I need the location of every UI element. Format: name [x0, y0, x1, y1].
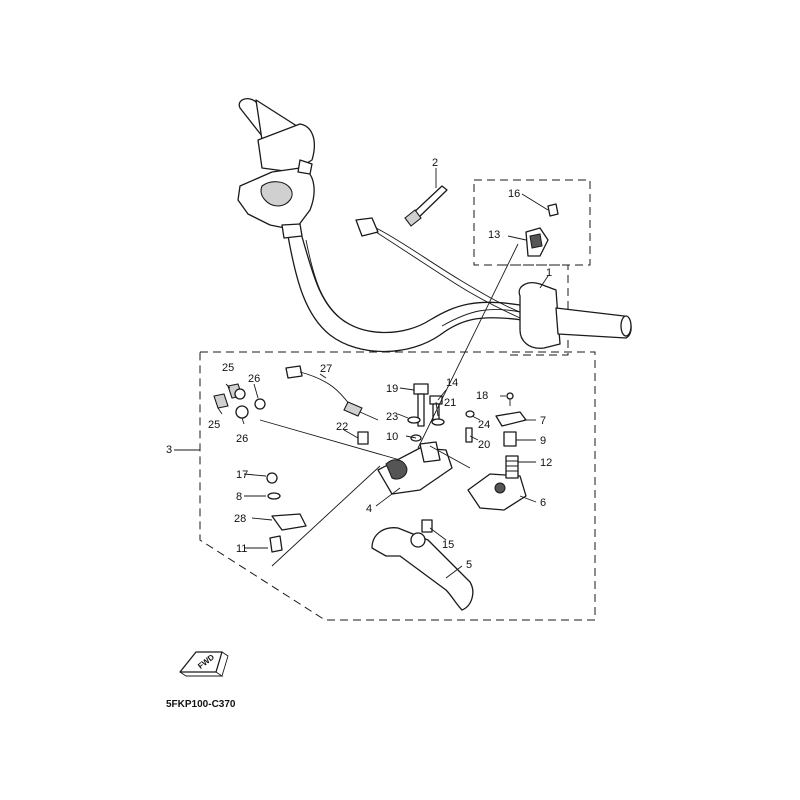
right-grip: [518, 282, 632, 349]
callout-16: 16: [508, 188, 520, 200]
callout-6: 6: [540, 497, 546, 509]
callout-10: 10: [386, 431, 398, 443]
switch-inset-dashed-box: [473, 179, 591, 266]
callout-26-bottom: 26: [236, 433, 248, 445]
callout-11: 11: [236, 543, 247, 555]
callout-13: 13: [488, 229, 500, 241]
lever-assembly-dashed-box: [199, 351, 596, 621]
callout-25-bottom: 25: [208, 419, 220, 431]
lever-holder: [377, 441, 453, 495]
callout-12: 12: [540, 457, 552, 469]
callout-4: 4: [366, 503, 372, 515]
hot-start-cable: [259, 365, 401, 461]
callout-26-top: 26: [248, 373, 260, 385]
drawing-code: 5FKP100-C370: [166, 699, 236, 710]
callout-25-top: 25: [222, 362, 234, 374]
callout-20: 20: [478, 439, 490, 451]
callout-2: 2: [432, 157, 438, 169]
callout-1: 1: [546, 267, 552, 279]
callout-22: 22: [336, 421, 348, 433]
cable-adjusters: [213, 383, 266, 419]
callout-14: 14: [446, 377, 458, 389]
switch-lead-wire: [355, 217, 521, 319]
leader-lines: [174, 168, 549, 579]
callout-9: 9: [540, 435, 546, 447]
callout-18: 18: [476, 390, 488, 402]
fwd-arrow-icon: FWD: [179, 651, 229, 677]
callout-19: 19: [386, 383, 398, 395]
callout-24: 24: [478, 419, 490, 431]
callout-21: 21: [444, 397, 456, 409]
clutch-lever: [371, 527, 474, 611]
callout-15: 15: [442, 539, 454, 551]
fasteners: [266, 383, 527, 553]
grip-dashed-box: [500, 264, 569, 356]
callout-27: 27: [320, 363, 332, 375]
handlebar: [287, 229, 523, 353]
callout-3: 3: [166, 444, 172, 456]
callout-23: 23: [386, 411, 398, 423]
left-grip-switch-housing: [237, 98, 315, 239]
cable-band: [404, 185, 448, 227]
callout-labels: 1 2 3 4 5 6 7 8 9 10 11 12 13 14 15 16 1…: [166, 157, 552, 571]
callout-5: 5: [466, 559, 472, 571]
callout-7: 7: [540, 415, 546, 427]
callout-17: 17: [236, 469, 248, 481]
callout-28: 28: [234, 513, 246, 525]
hot-start-lever: [467, 473, 527, 511]
clutch-switch: [525, 203, 559, 257]
callout-8: 8: [236, 491, 242, 503]
